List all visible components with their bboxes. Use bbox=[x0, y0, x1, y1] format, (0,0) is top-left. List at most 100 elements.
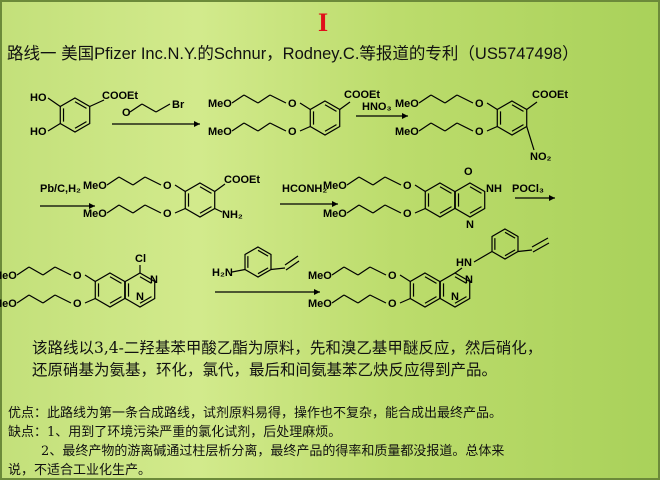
ester-label: COOEt bbox=[102, 90, 138, 102]
bond bbox=[84, 297, 96, 304]
bond bbox=[299, 125, 311, 132]
bond bbox=[372, 204, 386, 214]
oxygen-label: O bbox=[73, 270, 82, 282]
bond bbox=[270, 267, 286, 271]
ethynylphenyl-ring bbox=[491, 228, 519, 260]
bond bbox=[129, 103, 143, 113]
bond bbox=[28, 294, 44, 304]
alkyne bbox=[532, 242, 550, 253]
double-bond bbox=[139, 276, 152, 284]
nitrogen-label: N bbox=[466, 219, 474, 231]
bond bbox=[144, 176, 162, 186]
methoxy-label: MeO bbox=[208, 98, 232, 110]
double-bond bbox=[469, 186, 482, 194]
double-bond bbox=[454, 276, 467, 284]
amine-label: H₂N bbox=[212, 267, 233, 279]
bond bbox=[89, 99, 105, 108]
reagent-nitration: HNO₃ bbox=[362, 101, 392, 113]
bond bbox=[369, 266, 387, 276]
bond bbox=[486, 102, 498, 111]
oxygen-label: O bbox=[73, 298, 82, 310]
description-line-1: 该路线以3,4-二羟基苯甲酸乙酯为原料，先和溴乙基甲醚反应，然后硝化， bbox=[32, 339, 543, 357]
bond bbox=[231, 122, 245, 132]
methoxy-label: MeO bbox=[323, 208, 347, 220]
oxygen-label: O bbox=[288, 98, 297, 110]
double-bond bbox=[439, 206, 452, 214]
bond bbox=[331, 266, 345, 276]
oxygen-label: O bbox=[288, 126, 297, 138]
bond bbox=[346, 204, 360, 214]
alkyne bbox=[285, 260, 300, 271]
bond bbox=[517, 249, 533, 253]
bond bbox=[16, 266, 30, 276]
methoxy-label: MeO bbox=[208, 126, 232, 138]
arrow-coupling-head bbox=[314, 289, 320, 295]
bond bbox=[214, 183, 226, 192]
bond bbox=[526, 101, 538, 110]
methoxy-label: MeO bbox=[308, 298, 332, 310]
bond bbox=[473, 250, 493, 263]
double-bond bbox=[109, 296, 122, 304]
bond bbox=[454, 267, 463, 274]
slide-title: 路线一 美国Pfizer Inc.N.Y.的Schnur，Rodney.C.等报… bbox=[7, 45, 579, 63]
double-bond bbox=[504, 231, 516, 239]
bond bbox=[42, 266, 56, 276]
double-bond bbox=[257, 249, 269, 257]
quinazoline-benzo-ring bbox=[409, 272, 441, 308]
double-bond bbox=[424, 276, 437, 284]
bond bbox=[16, 294, 30, 304]
bond bbox=[141, 103, 157, 113]
ester-label: COOEt bbox=[224, 174, 260, 186]
bond bbox=[257, 94, 271, 104]
cons-line-3: 说，不适合工业化生产。 bbox=[8, 463, 152, 478]
bond bbox=[357, 294, 371, 304]
bond bbox=[231, 268, 246, 273]
bond bbox=[174, 207, 186, 214]
bond bbox=[269, 94, 287, 104]
bond bbox=[28, 266, 44, 276]
oxygen-label: O bbox=[475, 126, 484, 138]
double-bond bbox=[324, 124, 337, 132]
bond bbox=[84, 274, 96, 283]
alkyne bbox=[284, 255, 299, 266]
bond bbox=[372, 176, 386, 186]
double-bond bbox=[74, 121, 87, 129]
pyrimidine-ring bbox=[439, 272, 471, 308]
bond bbox=[54, 294, 72, 304]
arrow-chlorination-head bbox=[549, 195, 555, 201]
arrow-nitration-head bbox=[402, 113, 408, 119]
double-bond bbox=[439, 186, 452, 194]
amine-label: NH₂ bbox=[222, 209, 243, 221]
double-bond bbox=[199, 206, 212, 214]
arrow-cyclization-head bbox=[332, 201, 338, 207]
pyrimidinone-ring bbox=[454, 182, 486, 218]
bond bbox=[456, 122, 474, 132]
bond bbox=[243, 94, 259, 104]
benzene-ring bbox=[496, 100, 528, 136]
quinazoline-benzo-ring bbox=[94, 272, 126, 308]
bond bbox=[269, 122, 287, 132]
aniline-ring bbox=[244, 246, 272, 278]
bond bbox=[430, 122, 446, 132]
reagent-cyclization: HCONH₂ bbox=[282, 183, 327, 195]
bond bbox=[118, 176, 134, 186]
nitrogen-label: N bbox=[136, 291, 144, 303]
bond bbox=[42, 294, 56, 304]
bond bbox=[414, 184, 426, 193]
double-bond bbox=[199, 186, 212, 194]
bond bbox=[384, 204, 402, 214]
oxygen-label: O bbox=[388, 298, 397, 310]
methoxy-label: MeO bbox=[323, 180, 347, 192]
ester-label: COOEt bbox=[532, 89, 568, 101]
bond bbox=[486, 125, 498, 132]
quinazolinone-benzo-ring bbox=[424, 182, 456, 218]
oxygen-label: O bbox=[163, 180, 172, 192]
methoxy-label: MeO bbox=[0, 298, 17, 310]
bond bbox=[346, 176, 360, 186]
double-bond bbox=[424, 296, 437, 304]
double-bond bbox=[109, 276, 122, 284]
bond bbox=[299, 102, 311, 111]
bond bbox=[358, 176, 374, 186]
double-bond bbox=[511, 104, 524, 112]
